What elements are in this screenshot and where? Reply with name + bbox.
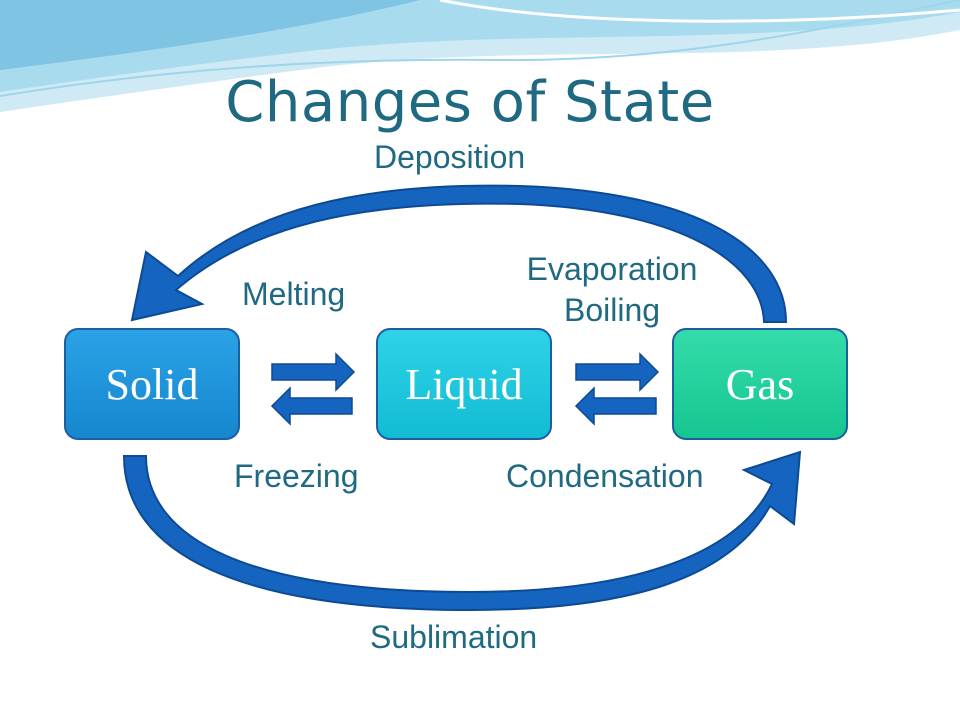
freezing-label: Freezing <box>234 458 359 494</box>
header-wave-decoration <box>0 0 960 112</box>
liquid-gas-arrows <box>574 352 660 426</box>
page-title: Changes of State <box>225 70 715 135</box>
gas-label: Gas <box>725 359 795 409</box>
melting-label: Melting <box>242 276 346 312</box>
deposition-arrow <box>130 184 788 323</box>
solid-label: Solid <box>105 359 199 409</box>
boiling-label: Boiling <box>563 292 661 328</box>
solid-box: Solid <box>64 328 240 440</box>
liquid-label: Liquid <box>405 359 523 409</box>
evaporation-label: Evaporation <box>526 251 698 287</box>
deposition-label: Deposition <box>374 139 526 175</box>
condensation-label: Condensation <box>506 458 704 494</box>
sublimation-arrow <box>122 450 802 612</box>
sublimation-label: Sublimation <box>370 619 538 655</box>
solid-liquid-arrows <box>270 352 356 426</box>
gas-box: Gas <box>672 328 848 440</box>
liquid-box: Liquid <box>376 328 552 440</box>
